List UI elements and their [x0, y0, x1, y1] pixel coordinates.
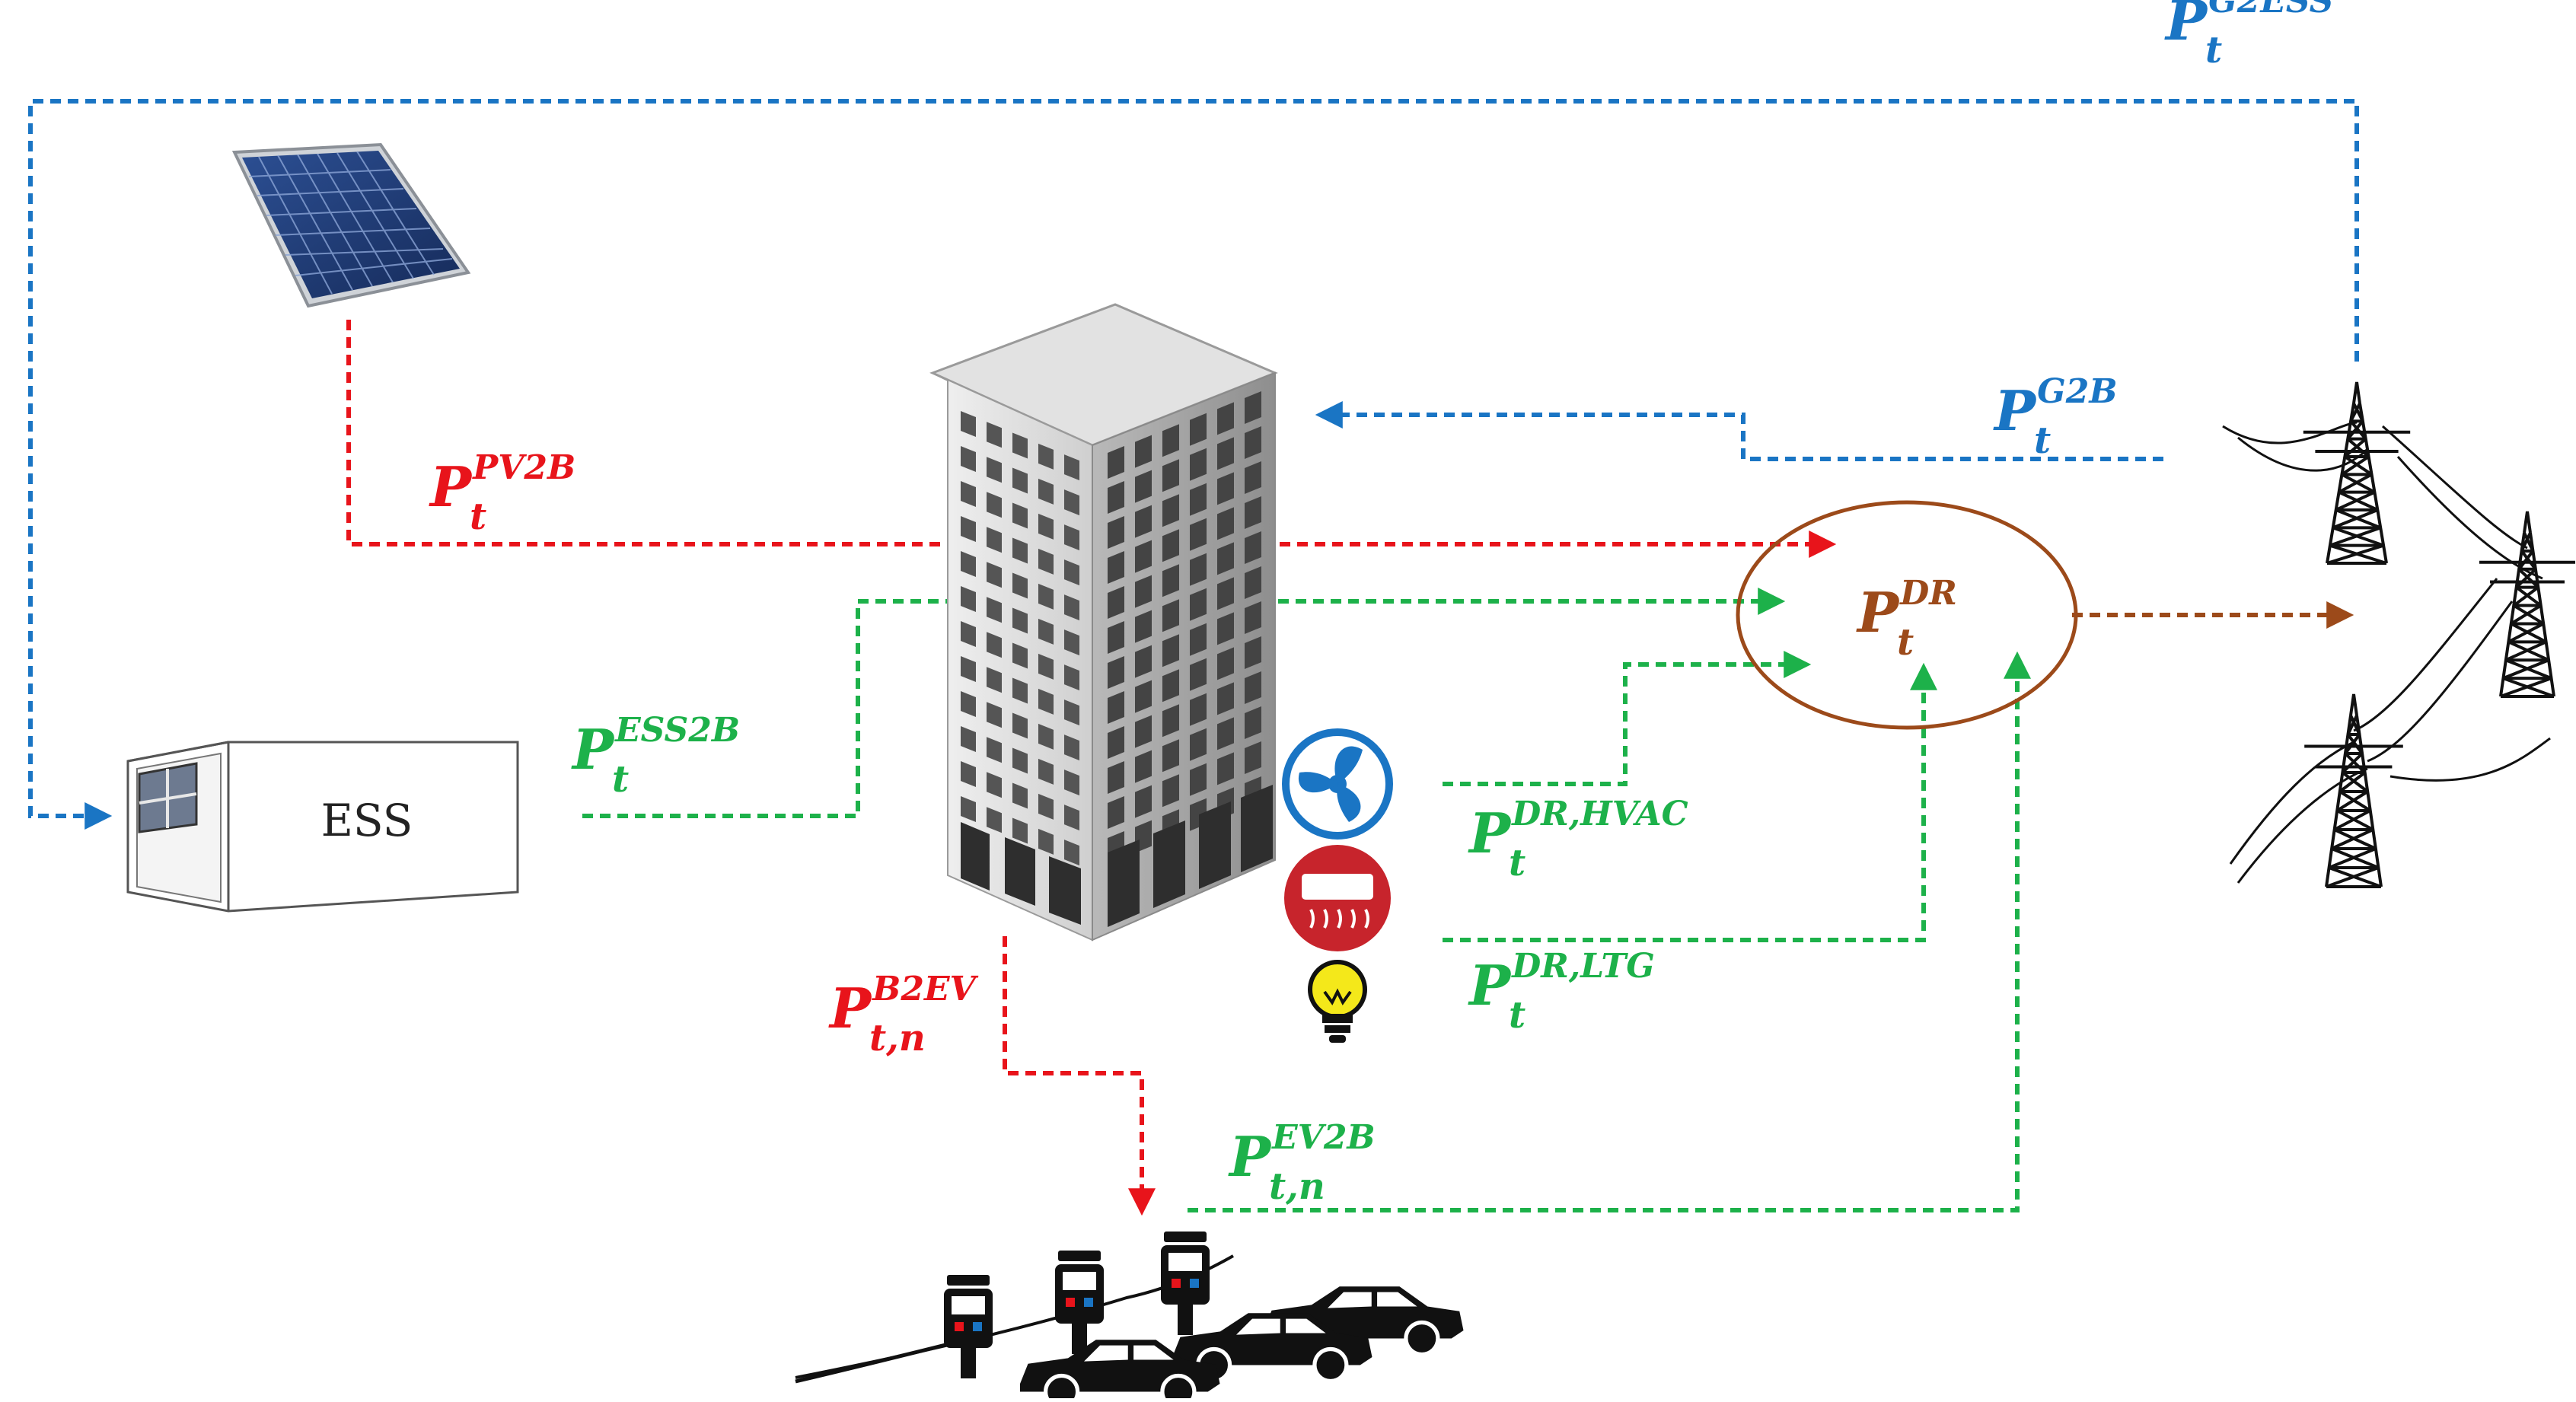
label-dr-hvac-sup: DR,HVAC — [1510, 795, 1688, 833]
light-bulb-icon — [1308, 960, 1367, 1043]
power-tower-icon — [2222, 381, 2575, 888]
label-ess2b-sup: ESS2B — [614, 711, 740, 750]
label-dr-ltg: PDR,LTG t — [1468, 947, 1655, 1037]
label-b2ev-sup: B2EV — [871, 970, 978, 1008]
car-icon — [1020, 1286, 1464, 1402]
label-ess2b-base: P — [571, 717, 615, 782]
flow-ev2b — [1188, 651, 2031, 1212]
ess-label: ESS — [321, 795, 413, 846]
label-ess2b: PESS2B t — [571, 711, 740, 801]
label-g2b-sup: G2B — [2037, 372, 2117, 411]
flow-dr-ltg — [1443, 662, 1937, 942]
dr-hub-ellipse — [1736, 500, 2078, 730]
flow-ess2b — [582, 588, 1786, 818]
label-dr-hvac-base: P — [1468, 801, 1512, 865]
label-ess2b-sub: t — [612, 758, 629, 801]
solar-panel-icon — [231, 142, 471, 308]
label-pv2b-sup: PV2B — [471, 448, 575, 487]
office-building-icon — [929, 303, 1278, 942]
label-b2ev-sub: t,n — [869, 1017, 926, 1059]
battery-container-icon — [126, 741, 519, 913]
label-pv2b-sub: t — [470, 495, 486, 538]
fan-icon — [1282, 728, 1393, 840]
label-dr-hub-sup: DR — [1899, 574, 1957, 613]
label-dr-hvac-sub: t — [1509, 842, 1526, 884]
label-dr-hub-sub: t — [1897, 621, 1914, 664]
label-ev2b: PEV2B t,n — [1228, 1118, 1376, 1208]
label-g2ess-sup: G2ESS — [2208, 0, 2333, 21]
label-dr-hvac: PDR,HVAC t — [1468, 795, 1688, 884]
label-pv2b-base: P — [429, 454, 473, 519]
label-g2b: PG2B t — [1993, 372, 2118, 462]
label-b2ev: PB2EV t,n — [828, 970, 978, 1059]
label-g2b-base: P — [1993, 378, 2037, 443]
label-g2ess: PG2ESS t — [2164, 0, 2333, 72]
label-g2b-sub: t — [2034, 419, 2051, 462]
label-g2ess-sub: t — [2205, 29, 2222, 72]
label-dr-hub: PDR t — [1856, 574, 1957, 664]
ev-charging-station-icon — [795, 1232, 1234, 1384]
flow-b2ev — [1003, 936, 1156, 1216]
flow-g2ess — [28, 99, 2359, 830]
window-icon — [138, 762, 198, 833]
flow-dr-hvac — [1443, 651, 1812, 786]
flow-pv2b — [346, 320, 1837, 558]
label-dr-hub-base: P — [1856, 580, 1900, 645]
label-ev2b-sub: t,n — [1269, 1165, 1325, 1208]
label-b2ev-base: P — [828, 976, 872, 1040]
label-dr-ltg-sub: t — [1509, 994, 1526, 1037]
label-dr-ltg-base: P — [1468, 953, 1512, 1018]
label-ev2b-sup: EV2B — [1270, 1118, 1375, 1157]
label-dr-ltg-sup: DR,LTG — [1510, 947, 1655, 986]
label-g2ess-base: P — [2164, 0, 2208, 53]
flow-g2b — [1315, 401, 2163, 461]
label-ev2b-base: P — [1228, 1124, 1272, 1189]
air-conditioner-icon — [1284, 845, 1391, 951]
label-pv2b: PPV2B t — [429, 448, 575, 538]
